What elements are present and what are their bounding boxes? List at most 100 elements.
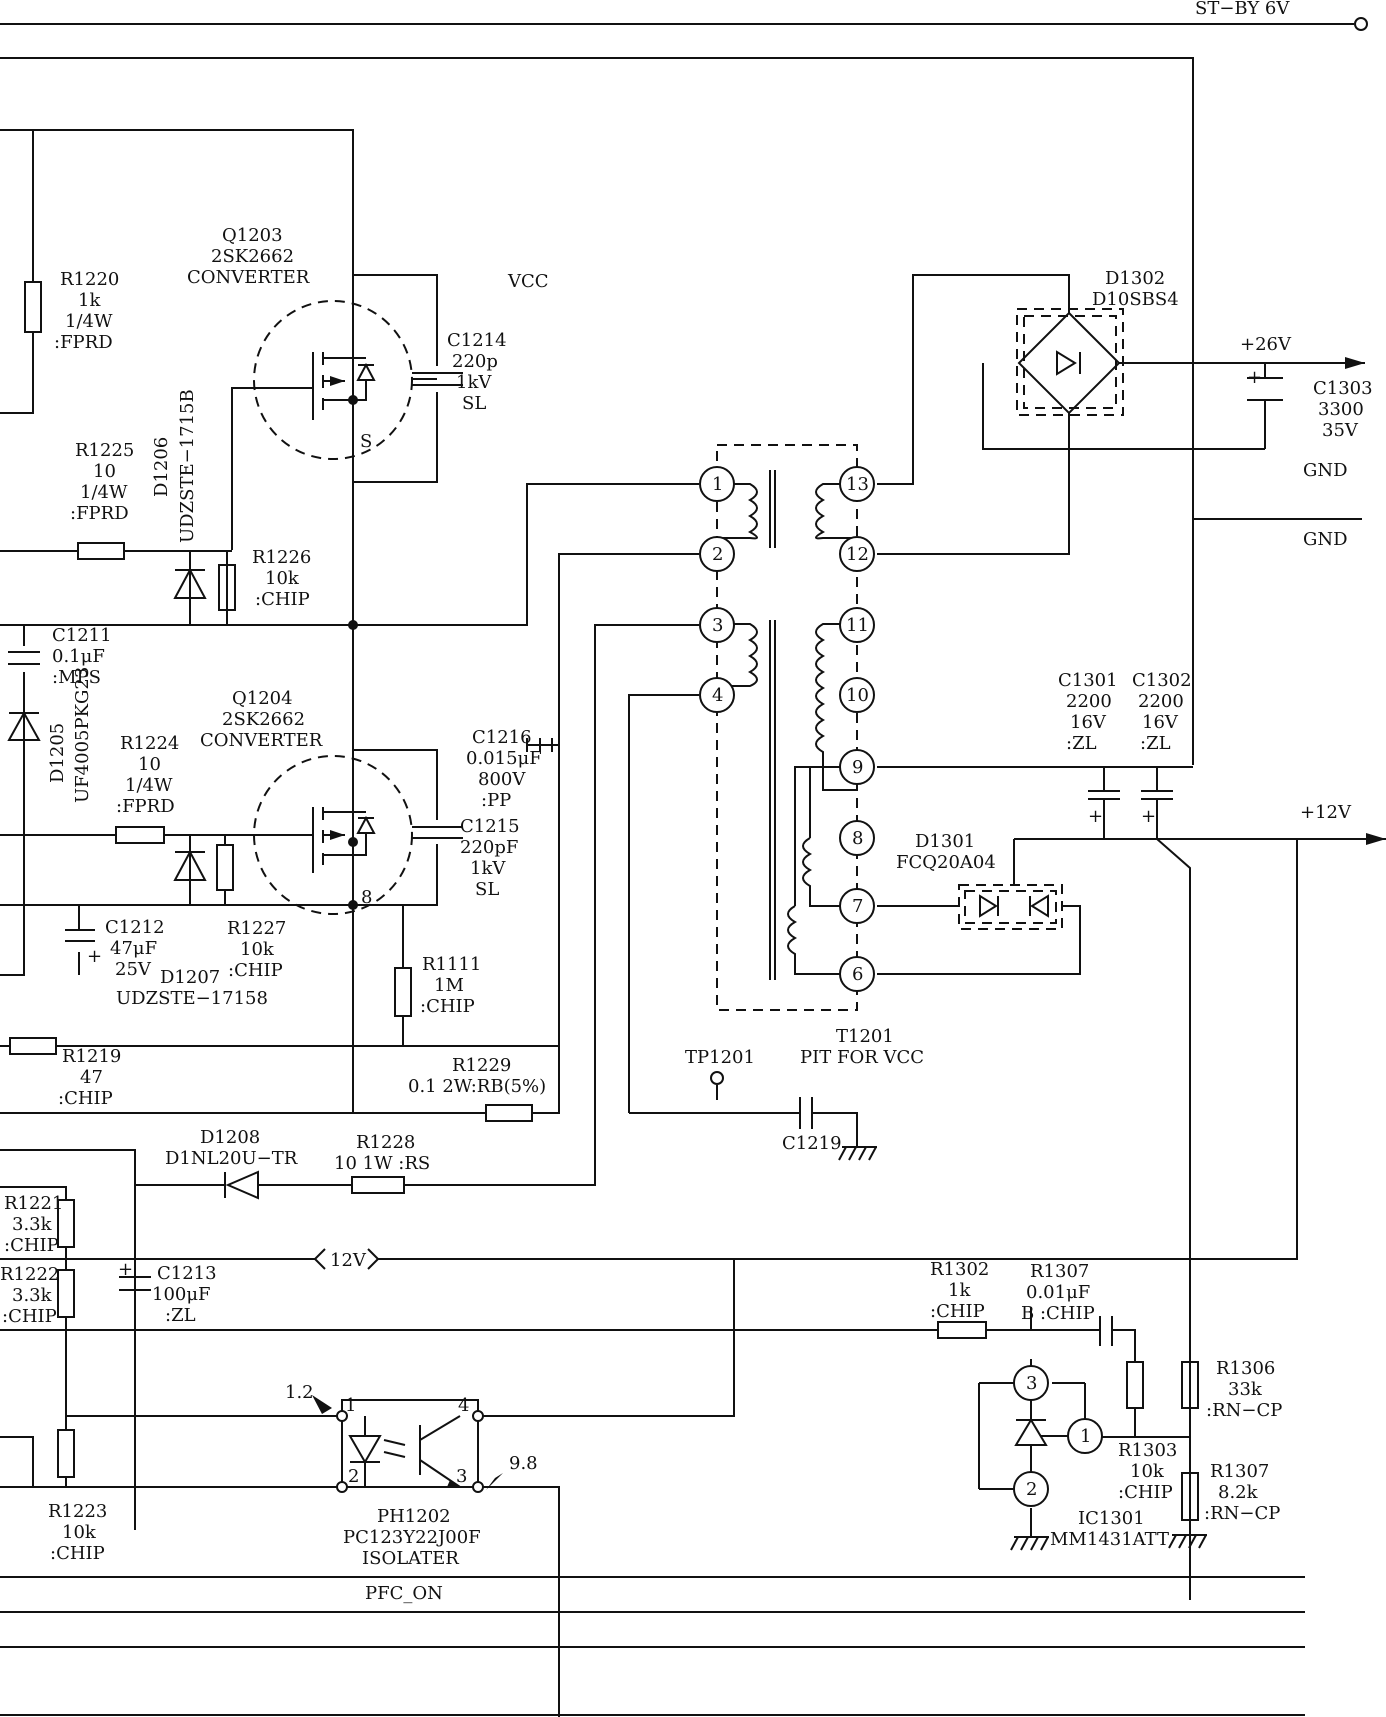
t1201-role: PIT FOR VCC	[800, 1047, 924, 1068]
net-vcc: VCC	[507, 271, 549, 292]
net-labels: ST−BY 6V VCC +26V GND GND +12V 12V PFC_O…	[330, 0, 1352, 1604]
q1203-source-mark: S	[360, 431, 372, 452]
resistor-r1222	[57, 1269, 75, 1318]
polarity-marks: + + + + +	[87, 367, 1262, 1280]
r1229-value: 0.1 2W:RB(5%)	[408, 1076, 546, 1097]
resistor-r1227	[216, 844, 234, 891]
c1302-ref: C1302	[1132, 670, 1192, 691]
c1302-value: 2200	[1138, 691, 1184, 712]
c1215-ref: C1215	[460, 816, 520, 837]
c1303-ref: C1303	[1313, 378, 1373, 399]
d1206-ref: D1206	[151, 437, 172, 497]
transformer-t1201-symbol	[716, 444, 858, 1011]
ph1202-voltage-in: 1.2	[285, 1382, 314, 1403]
r1221-type: :CHIP	[4, 1235, 59, 1256]
diode-d1207	[173, 849, 207, 881]
net-12v-bus: 12V	[330, 1250, 367, 1271]
r1223-ref: R1223	[48, 1501, 107, 1522]
optocoupler-ph1202-symbol	[312, 1395, 503, 1493]
t1201-pin-11: 11	[846, 615, 869, 636]
resistor-r1306	[1181, 1361, 1199, 1409]
c1302-voltage: 16V	[1142, 712, 1179, 733]
c1214-type: SL	[462, 393, 486, 414]
net-v12: +12V	[1300, 802, 1352, 823]
c1303-value: 3300	[1318, 399, 1364, 420]
capacitor-c1216	[526, 738, 553, 752]
r1225-power: 1/4W	[80, 482, 128, 503]
resistor-r1302	[937, 1321, 987, 1339]
t1201-ref: T1201	[836, 1026, 894, 1047]
ph1202-voltage-out: 9.8	[509, 1453, 538, 1474]
q1204-ref: Q1204	[232, 688, 293, 709]
rectifier-d1301-symbol	[958, 884, 1063, 930]
r1229-ref: R1229	[452, 1055, 511, 1076]
c1215-type: SL	[475, 879, 499, 900]
capacitor-c1215	[412, 826, 463, 839]
c1303-voltage: 35V	[1322, 420, 1359, 441]
resistor-r1303	[1126, 1361, 1144, 1409]
d1206-part: UDZSTE−1715B	[177, 389, 198, 543]
r1222-type: :CHIP	[2, 1306, 57, 1327]
r1228-ref: R1228	[356, 1132, 415, 1153]
c1213-ref: C1213	[157, 1263, 217, 1284]
t1201-pin-13: 13	[846, 474, 869, 495]
diode-d1208	[224, 1170, 259, 1200]
net-pfc-on: PFC_ON	[365, 1583, 443, 1604]
c1213-type: :ZL	[165, 1305, 196, 1326]
t1201-pin-12: 12	[846, 544, 869, 565]
diode-symbols	[7, 567, 259, 1200]
r1221-value: 3.3k	[12, 1214, 53, 1235]
r1220-value: 1k	[78, 290, 101, 311]
r1306-ref: R1306	[1216, 1358, 1275, 1379]
r1219-type: :CHIP	[58, 1088, 113, 1109]
c1211-type: :MPS	[52, 667, 101, 688]
r1302-ref: R1302	[930, 1259, 989, 1280]
c1213-value: 100μF	[152, 1284, 211, 1305]
q1203-ref: Q1203	[222, 225, 283, 246]
r1221-ref: R1221	[4, 1193, 63, 1214]
resistor-r1220	[24, 281, 42, 333]
ph1202-part: PC123Y22J00F	[343, 1527, 481, 1548]
r1306-value: 33k	[1228, 1379, 1263, 1400]
c1216-type: :PP	[481, 790, 511, 811]
c1214-ref: C1214	[447, 330, 507, 351]
resistor-r1219	[9, 1037, 57, 1055]
capacitor-c1219	[799, 1097, 813, 1129]
d1205-ref: D1205	[47, 723, 68, 783]
capacitor-r1307-001uf	[1099, 1316, 1113, 1346]
stby-terminal	[1354, 17, 1368, 31]
c1212-voltage: 25V	[115, 959, 152, 980]
ground-ic1301	[1010, 1536, 1049, 1551]
mosfet-q1204-symbol	[253, 755, 413, 915]
r1226-value: 10k	[265, 568, 300, 589]
r1220-power: 1/4W	[65, 311, 113, 332]
capacitor-c1302	[1141, 790, 1173, 800]
c1301-voltage: 16V	[1070, 712, 1107, 733]
capacitor-symbols	[8, 372, 1283, 1346]
r1228-value: 10 1W :RS	[334, 1153, 430, 1174]
net-gnd-1: GND	[1303, 460, 1348, 481]
r1227-ref: R1227	[227, 918, 286, 939]
net-stby: ST−BY 6V	[1195, 0, 1290, 19]
transformer-pins	[699, 466, 875, 992]
capacitor-c1213	[119, 1276, 151, 1291]
t1201-pin-10: 10	[846, 685, 869, 706]
c1216-value: 0.015μF	[466, 748, 542, 769]
t1201-pin-1: 1	[712, 474, 723, 495]
svg-text:+: +	[87, 946, 102, 967]
resistor-r1224	[115, 826, 165, 844]
ph1202-ref: PH1202	[377, 1506, 451, 1527]
q1203-role: CONVERTER	[187, 267, 310, 288]
r1227-type: :CHIP	[228, 960, 283, 981]
ic1301-part: MM1431ATT	[1050, 1529, 1169, 1550]
shunt-regulator-ic1301-symbol	[979, 1365, 1103, 1507]
c1216-ref: C1216	[472, 727, 532, 748]
d1208-part: D1NL20U−TR	[165, 1148, 298, 1169]
c1214-voltage: 1kV	[456, 372, 492, 393]
capacitor-c1301	[1088, 790, 1120, 800]
c1301-value: 2200	[1066, 691, 1112, 712]
t1201-pin-8: 8	[852, 828, 863, 849]
r1307-cap-type: B :CHIP	[1021, 1303, 1095, 1324]
ic1301-pin-3: 3	[1026, 1373, 1037, 1394]
